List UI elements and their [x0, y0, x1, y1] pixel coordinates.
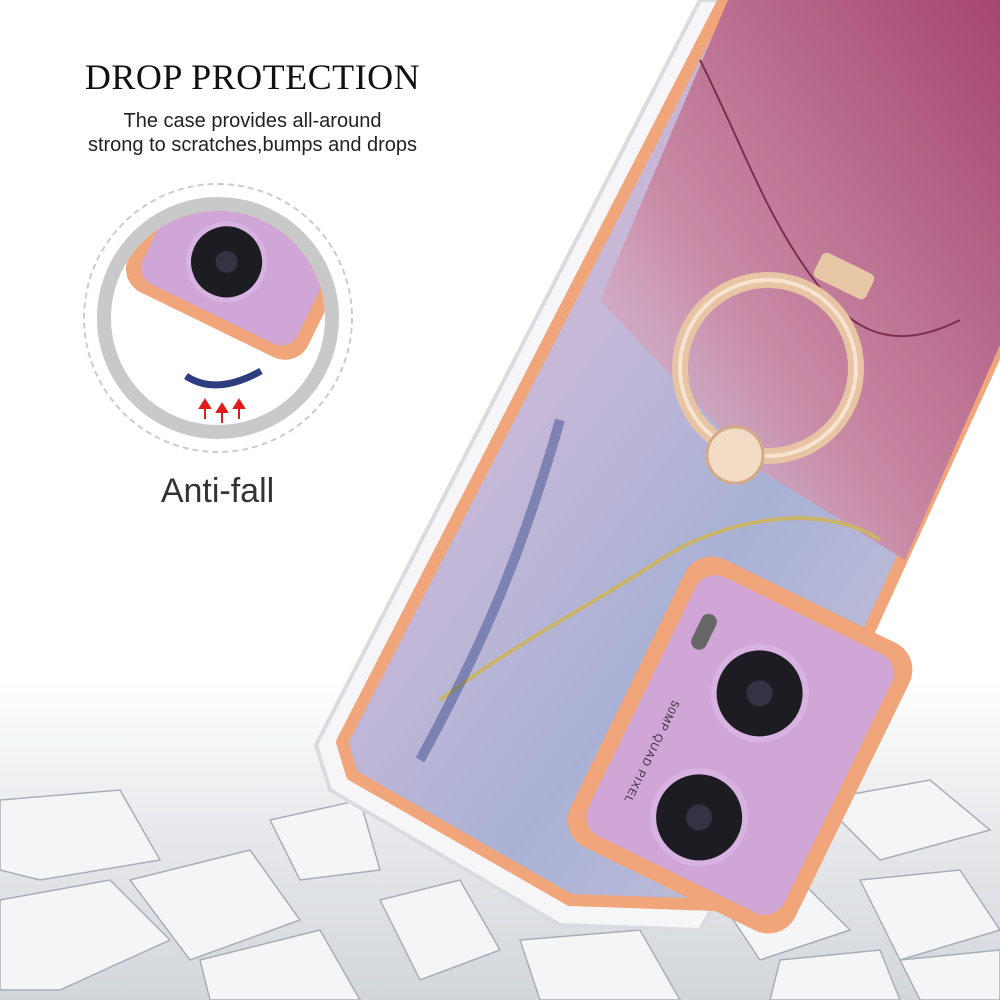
- headline-title: DROP PROTECTION: [84, 57, 421, 97]
- red-up-arrows-icon: [198, 398, 246, 423]
- phone-with-case: 50MP QUAD PIXEL: [313, 0, 1000, 934]
- inset-dashed-circle: [83, 183, 353, 453]
- headline-line-1: The case provides all-around: [123, 110, 382, 132]
- ring-holder: [672, 252, 875, 485]
- inset-zoom-circle: [97, 197, 339, 439]
- camera-module: 50MP QUAD PIXEL: [567, 556, 913, 934]
- inset-camera-closeup: [125, 211, 325, 423]
- headline-line-2: strong to scratches,bumps and drops: [87, 134, 418, 156]
- anti-fall-label: Anti-fall: [160, 472, 275, 510]
